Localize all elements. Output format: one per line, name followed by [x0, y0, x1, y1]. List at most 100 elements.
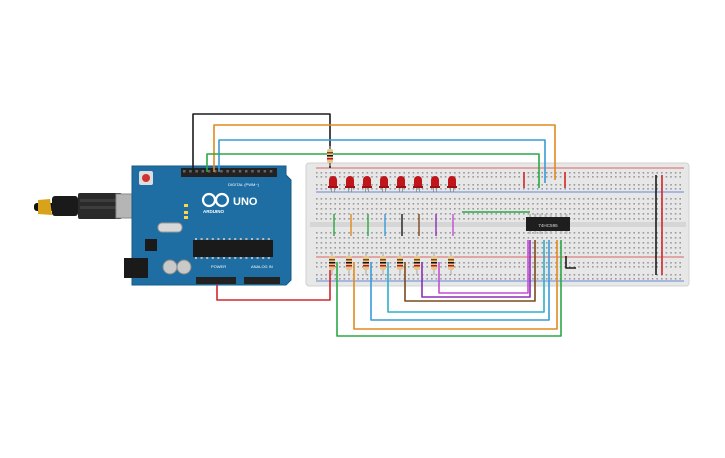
breadboard-hole[interactable] [408, 184, 410, 186]
breadboard-hole[interactable] [523, 203, 525, 205]
breadboard-hole[interactable] [628, 274, 631, 276]
breadboard-hole[interactable] [513, 188, 516, 190]
breadboard-hole[interactable] [674, 208, 677, 210]
breadboard-hole[interactable] [348, 232, 350, 234]
breadboard-hole[interactable] [651, 278, 654, 280]
breadboard-hole[interactable] [573, 213, 576, 215]
breadboard-hole[interactable] [582, 208, 585, 210]
breadboard-hole[interactable] [642, 237, 645, 239]
breadboard-hole[interactable] [316, 198, 318, 200]
breadboard-hole[interactable] [596, 172, 599, 174]
breadboard-hole[interactable] [601, 198, 603, 200]
breadboard-hole[interactable] [412, 278, 415, 280]
breadboard-hole[interactable] [619, 203, 622, 205]
breadboard-hole[interactable] [656, 266, 658, 268]
breadboard-hole[interactable] [389, 262, 392, 264]
breadboard-hole[interactable] [628, 188, 631, 190]
breadboard-hole[interactable] [417, 242, 419, 244]
breadboard-hole[interactable] [463, 176, 465, 178]
breadboard-hole[interactable] [467, 188, 470, 190]
breadboard-hole[interactable] [477, 172, 479, 174]
breadboard-hole[interactable] [477, 232, 479, 234]
breadboard-hole[interactable] [670, 184, 672, 186]
breadboard-hole[interactable] [665, 188, 668, 190]
breadboard-hole[interactable] [555, 274, 557, 276]
breadboard-hole[interactable] [339, 232, 341, 234]
breadboard-hole[interactable] [500, 184, 502, 186]
breadboard-hole[interactable] [532, 262, 534, 264]
header-pin[interactable] [201, 170, 205, 173]
breadboard-hole[interactable] [394, 213, 396, 215]
breadboard-hole[interactable] [334, 247, 336, 249]
breadboard-hole[interactable] [596, 176, 599, 178]
breadboard-hole[interactable] [642, 188, 645, 190]
breadboard-hole[interactable] [458, 198, 461, 200]
breadboard-hole[interactable] [578, 247, 580, 249]
breadboard-hole[interactable] [633, 262, 635, 264]
breadboard-hole[interactable] [435, 198, 438, 200]
breadboard-hole[interactable] [357, 242, 359, 244]
breadboard-hole[interactable] [518, 184, 520, 186]
breadboard-hole[interactable] [638, 198, 640, 200]
breadboard-hole[interactable] [564, 213, 566, 215]
breadboard-hole[interactable] [472, 208, 474, 210]
breadboard-hole[interactable] [325, 247, 327, 249]
breadboard-hole[interactable] [596, 198, 599, 200]
breadboard-hole[interactable] [495, 198, 497, 200]
breadboard-hole[interactable] [417, 203, 419, 205]
breadboard-hole[interactable] [527, 237, 530, 239]
breadboard-hole[interactable] [633, 208, 635, 210]
breadboard-hole[interactable] [362, 278, 364, 280]
breadboard-hole[interactable] [444, 274, 447, 276]
breadboard-hole[interactable] [670, 237, 672, 239]
breadboard-hole[interactable] [670, 198, 672, 200]
breadboard-hole[interactable] [619, 266, 622, 268]
breadboard-hole[interactable] [495, 213, 497, 215]
breadboard-hole[interactable] [605, 266, 608, 268]
breadboard-hole[interactable] [628, 232, 631, 234]
breadboard-hole[interactable] [628, 176, 631, 178]
breadboard-hole[interactable] [619, 184, 622, 186]
breadboard-hole[interactable] [509, 176, 511, 178]
breadboard-hole[interactable] [573, 188, 576, 190]
breadboard-hole[interactable] [536, 262, 539, 264]
breadboard-hole[interactable] [371, 266, 373, 268]
breadboard-hole[interactable] [500, 252, 502, 254]
breadboard-hole[interactable] [316, 208, 318, 210]
breadboard-hole[interactable] [412, 237, 415, 239]
header-pin[interactable] [232, 170, 236, 173]
breadboard-hole[interactable] [375, 262, 378, 264]
breadboard-hole[interactable] [495, 237, 497, 239]
breadboard-hole[interactable] [569, 252, 571, 254]
breadboard-hole[interactable] [463, 213, 465, 215]
breadboard-hole[interactable] [458, 262, 461, 264]
breadboard-hole[interactable] [509, 232, 511, 234]
breadboard-hole[interactable] [582, 176, 585, 178]
breadboard-hole[interactable] [578, 213, 580, 215]
breadboard-hole[interactable] [615, 198, 617, 200]
breadboard-hole[interactable] [325, 188, 327, 190]
breadboard-hole[interactable] [316, 184, 318, 186]
breadboard-hole[interactable] [435, 237, 438, 239]
breadboard-hole[interactable] [573, 242, 576, 244]
breadboard-hole[interactable] [417, 188, 419, 190]
breadboard-hole[interactable] [316, 232, 318, 234]
breadboard-hole[interactable] [550, 172, 553, 174]
breadboard-hole[interactable] [550, 213, 553, 215]
breadboard-hole[interactable] [440, 232, 442, 234]
breadboard-hole[interactable] [509, 188, 511, 190]
breadboard-hole[interactable] [638, 176, 640, 178]
breadboard-hole[interactable] [412, 198, 415, 200]
breadboard-hole[interactable] [495, 232, 497, 234]
breadboard-hole[interactable] [679, 262, 681, 264]
breadboard-hole[interactable] [642, 172, 645, 174]
breadboard-hole[interactable] [486, 172, 488, 174]
breadboard-hole[interactable] [408, 274, 410, 276]
breadboard-hole[interactable] [541, 266, 543, 268]
breadboard-hole[interactable] [385, 247, 387, 249]
breadboard-hole[interactable] [316, 274, 318, 276]
breadboard-hole[interactable] [596, 232, 599, 234]
breadboard-hole[interactable] [555, 188, 557, 190]
breadboard-hole[interactable] [674, 203, 677, 205]
breadboard-hole[interactable] [394, 247, 396, 249]
